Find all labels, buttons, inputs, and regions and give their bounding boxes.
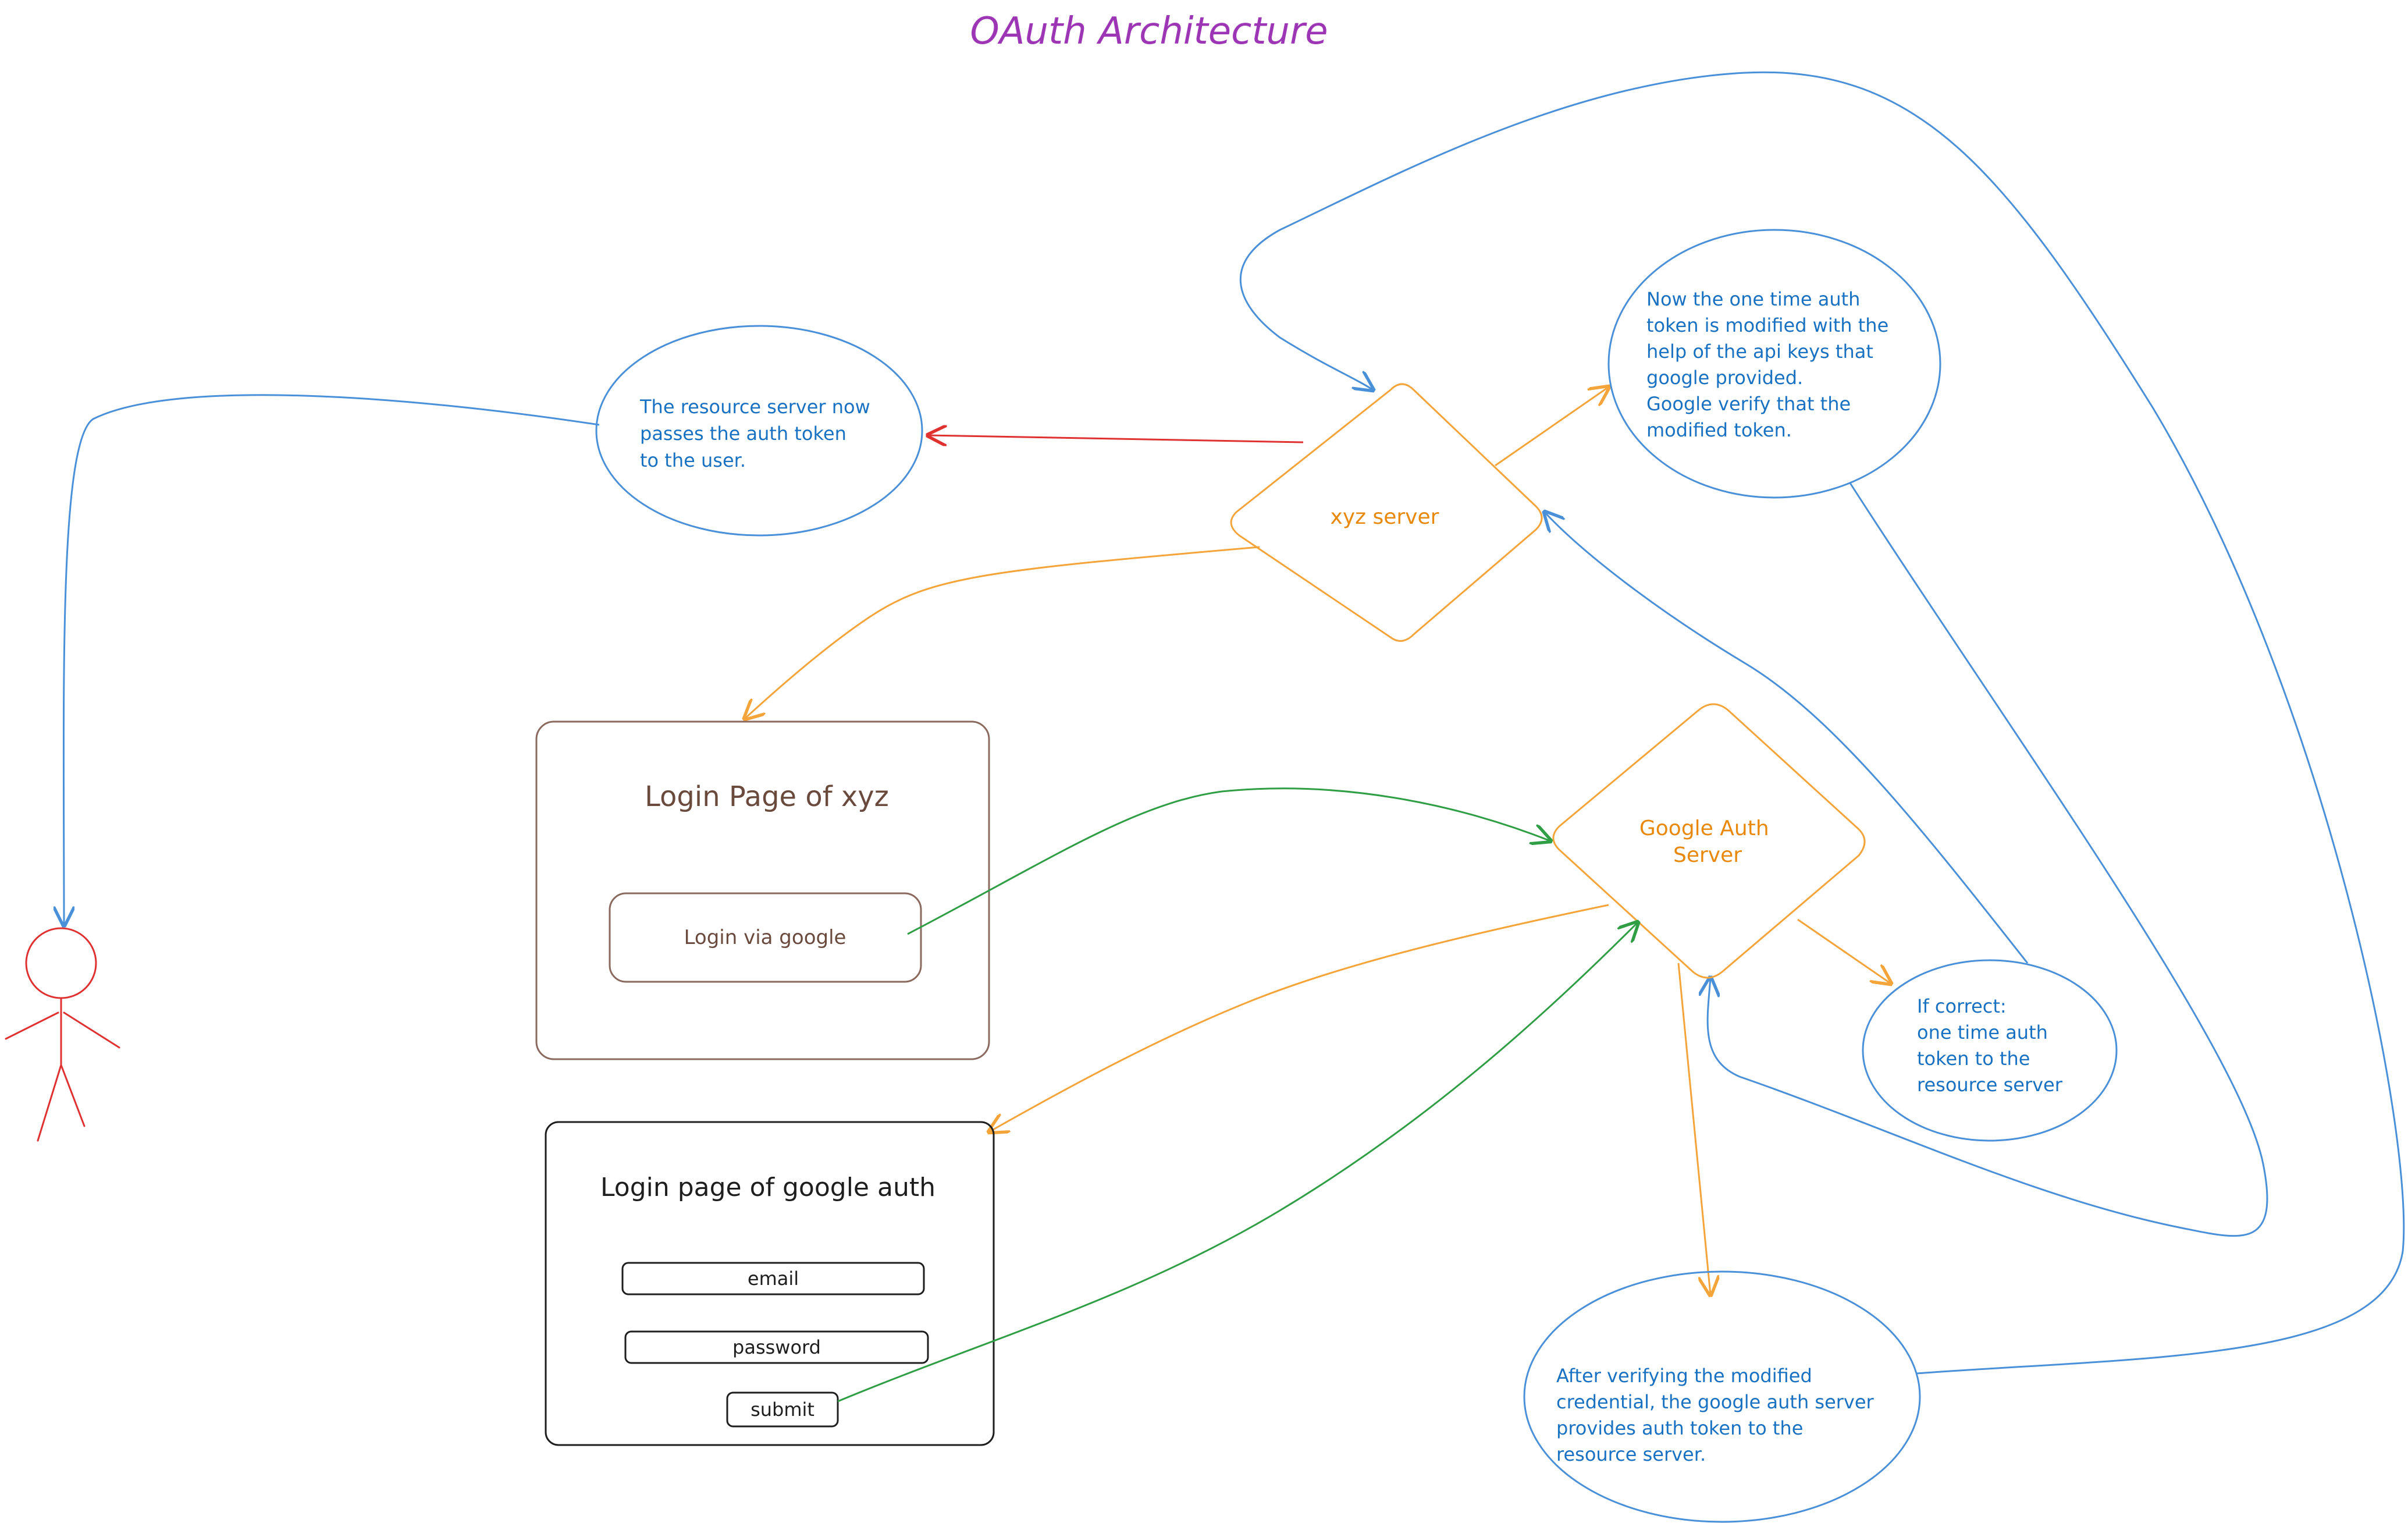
arrow-google-to-verify-note bbox=[1677, 963, 1710, 1295]
svg-text:The resource server now: The resource server now passes the auth … bbox=[639, 396, 876, 471]
password-field[interactable]: password bbox=[624, 1330, 929, 1364]
arrow-google-to-if-correct bbox=[1797, 918, 1891, 984]
xyz-server-label: xyz server bbox=[1331, 505, 1439, 529]
arrow-google-to-login-page bbox=[989, 904, 1609, 1132]
svg-text:If correct: one time aut: If correct: one time auth token to the r… bbox=[1917, 995, 2063, 1096]
arrow-login-to-google bbox=[907, 787, 1550, 935]
xyz-login-title: Login Page of xyz bbox=[645, 780, 889, 813]
arrow-modified-to-google bbox=[1708, 482, 2268, 1237]
arrow-xyz-to-login-page bbox=[745, 546, 1260, 719]
note-line: token is modified with the bbox=[1646, 314, 1888, 336]
password-label: password bbox=[732, 1336, 821, 1358]
xyz-server-node: xyz server bbox=[1230, 383, 1543, 642]
note-line: Google verify that the bbox=[1646, 393, 1851, 415]
note-line: one time auth bbox=[1917, 1021, 2048, 1043]
arrow-xyz-to-resource-note bbox=[928, 435, 1304, 442]
note-line: passes the auth token bbox=[640, 423, 846, 445]
note-line: resource server. bbox=[1556, 1443, 1706, 1465]
arrow-if-correct-to-xyz bbox=[1545, 512, 2029, 964]
modified-token-note: Now the one time auth token is modified … bbox=[1607, 229, 1941, 499]
note-line: token to the bbox=[1917, 1048, 2030, 1070]
arrow-xyz-to-modified-note bbox=[1495, 387, 1609, 467]
note-line: After verifying the modified bbox=[1556, 1365, 1812, 1387]
google-auth-label-line: Server bbox=[1673, 843, 1742, 867]
note-line: provides auth token to the bbox=[1556, 1417, 1803, 1439]
note-line: modified token. bbox=[1646, 419, 1792, 441]
login-via-google-label: Login via google bbox=[684, 926, 846, 949]
if-correct-note: If correct: one time auth token to the r… bbox=[1862, 959, 2118, 1142]
xyz-login-page: Login Page of xyz Login via google bbox=[535, 720, 990, 1060]
resource-passes-note: The resource server now passes the auth … bbox=[595, 325, 923, 537]
email-label: email bbox=[748, 1268, 799, 1290]
note-line: If correct: bbox=[1917, 995, 2007, 1017]
svg-text:Google Auth Server: Google Auth Server bbox=[1639, 816, 1776, 867]
arrow-verify-to-xyz bbox=[1239, 71, 2405, 1375]
login-via-google-button[interactable]: Login via google bbox=[609, 892, 922, 983]
svg-text:After verifying the modified: After verifying the modified credential,… bbox=[1556, 1365, 1880, 1465]
note-line: The resource server now bbox=[639, 396, 870, 418]
note-line: help of the api keys that bbox=[1646, 340, 1873, 363]
google-login-title: Login page of google auth bbox=[600, 1173, 936, 1202]
google-login-page: Login page of google auth email password… bbox=[545, 1121, 995, 1446]
note-line: google provided. bbox=[1646, 367, 1803, 389]
submit-label: submit bbox=[751, 1398, 814, 1421]
arrow-note-to-user bbox=[63, 394, 600, 925]
note-line: to the user. bbox=[640, 449, 746, 471]
user-stick-figure bbox=[5, 927, 120, 1142]
google-auth-server-node: Google Auth Server bbox=[1552, 703, 1866, 979]
note-line: resource server bbox=[1917, 1074, 2063, 1096]
svg-text:Now the one time auth to: Now the one time auth token is modified … bbox=[1646, 288, 1894, 441]
arrow-submit-to-google bbox=[837, 922, 1638, 1403]
after-verifying-note: After verifying the modified credential,… bbox=[1523, 1270, 1921, 1523]
submit-button[interactable]: submit bbox=[726, 1391, 839, 1428]
diagram-title: OAuth Architecture bbox=[970, 10, 1328, 53]
email-field[interactable]: email bbox=[621, 1262, 925, 1295]
note-line: credential, the google auth server bbox=[1556, 1391, 1875, 1413]
note-line: Now the one time auth bbox=[1646, 288, 1860, 310]
google-auth-label-line: Google Auth bbox=[1639, 816, 1769, 840]
